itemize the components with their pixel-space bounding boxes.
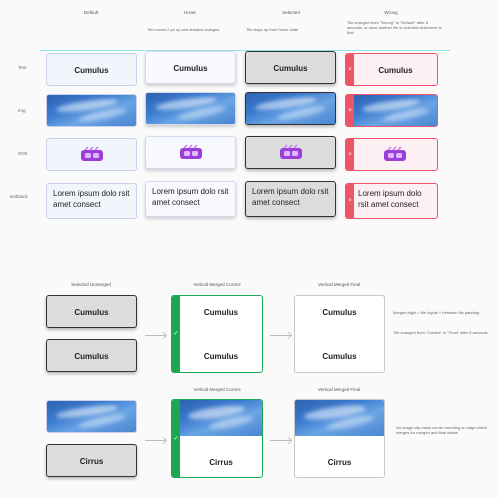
tile-lorem: Lorem ipsum dolo rsit amet consect — [252, 187, 329, 207]
vr-headset-icon — [384, 145, 407, 161]
note-correct-to-final: Tile changed from "Correct" to "Final" a… — [393, 330, 488, 335]
sky-image — [47, 95, 136, 126]
arrow-right-icon — [145, 335, 165, 336]
tile-label: Cumulus — [203, 352, 239, 361]
tile-merged-final[interactable]: Cumulus Cumulus — [294, 295, 385, 373]
tile-label: Cirrus — [79, 457, 104, 466]
tile-label: Cumulus — [173, 64, 208, 73]
tile-label: Cumulus — [74, 308, 109, 317]
note-selected: Tile stays up from hover state — [246, 27, 299, 32]
arrow-right-icon — [145, 440, 165, 441]
tile-label: Cumulus — [203, 308, 239, 317]
col-header-selected: Selected — [282, 10, 300, 15]
check-icon: ✓ — [173, 331, 179, 337]
row-label-textblock: textblock — [10, 194, 28, 199]
sky-image — [246, 93, 335, 124]
tile-label: Cumulus — [322, 352, 357, 361]
wrong-indicator: × — [346, 95, 354, 126]
wrong-indicator: × — [346, 54, 354, 85]
tile-svg-wrong[interactable]: × — [345, 138, 438, 171]
x-icon: × — [348, 198, 352, 204]
sky-image — [146, 93, 235, 124]
tile-label: Cumulus — [273, 64, 308, 73]
note-image-clip: No image clip mask corner rounding on ed… — [396, 425, 487, 436]
col-header-hover: Hover — [183, 10, 196, 15]
note-wrong: Tile changed from "Wrong" to "Default" a… — [347, 20, 442, 36]
tile-img-hover[interactable] — [145, 92, 236, 125]
header-vertical-merged-correct-2: Vertical Merged Correct — [193, 387, 241, 392]
col-header-wrong: Wrong — [384, 10, 398, 15]
tile-label: Cumulus — [378, 66, 413, 75]
tile-svg-default[interactable] — [46, 138, 137, 171]
row-label-img: Img — [18, 108, 26, 113]
vr-headset-icon — [179, 143, 202, 159]
tile-label: Cirrus — [327, 458, 352, 467]
tile-img-wrong[interactable]: × — [345, 94, 438, 127]
arrow-right-icon — [270, 440, 290, 441]
tile-label: Cumulus — [74, 352, 109, 361]
sky-image — [47, 401, 136, 432]
header-vertical-merged-correct: Vertical Merged Correct — [193, 282, 241, 287]
row-label-svg: SVG — [18, 151, 28, 156]
col-header-default: Default — [83, 10, 99, 15]
tile-lorem: Lorem ipsum dolo rsit amet consect — [358, 189, 422, 209]
note-hover: Tile moves 2 px up and shadow changes — [147, 27, 220, 32]
wrong-indicator: × — [346, 184, 354, 218]
x-icon: × — [348, 151, 352, 158]
tile-label: Cirrus — [209, 458, 233, 467]
sky-image — [295, 400, 384, 436]
tile-textblock-selected[interactable]: Lorem ipsum dolo rsit amet consect — [245, 181, 336, 217]
tile-unmerged-cirrus[interactable]: Cirrus — [46, 444, 137, 477]
tile-merged-correct[interactable]: ✓ Cumulus Cumulus — [171, 295, 263, 373]
tile-img-default[interactable] — [46, 94, 137, 127]
header-vertical-merged-final-2: Vertical Merged Final — [317, 387, 361, 392]
guide-line — [40, 50, 450, 51]
vr-headset-icon — [80, 145, 103, 161]
sky-image — [180, 400, 262, 436]
tile-textblock-default[interactable]: Lorem ipsum dolo rsit amet consect — [46, 183, 137, 219]
tile-img-selected[interactable] — [245, 92, 336, 125]
tile-unmerged-img[interactable] — [46, 400, 137, 433]
tile-lorem: Lorem ipsum dolo rsit amet consect — [152, 187, 229, 207]
tile-text-selected[interactable]: Cumulus — [245, 51, 336, 84]
header-selected-unmerged: Selected Unmerged — [71, 282, 111, 287]
tile-svg-hover[interactable] — [145, 136, 236, 169]
correct-indicator: ✓ — [172, 296, 180, 372]
tile-unmerged-top[interactable]: Cumulus — [46, 295, 137, 328]
check-icon: ✓ — [173, 436, 179, 442]
tile-text-default[interactable]: Cumulus — [46, 53, 137, 86]
correct-indicator: ✓ — [172, 400, 180, 477]
vr-headset-icon — [279, 143, 302, 159]
tile-svg-selected[interactable] — [245, 136, 336, 169]
header-vertical-merged-final: Vertical Merged Final — [317, 282, 361, 287]
sky-image — [354, 95, 437, 126]
tile-label: Cumulus — [74, 66, 109, 75]
arrow-right-icon — [270, 335, 290, 336]
tile-merged-img-final[interactable]: Cirrus — [294, 399, 385, 478]
tile-textblock-hover[interactable]: Lorem ipsum dolo rsit amet consect — [145, 181, 236, 217]
tile-label: Cumulus — [322, 308, 357, 317]
wrong-indicator: × — [346, 139, 354, 170]
tile-text-hover[interactable]: Cumulus — [145, 51, 236, 84]
note-merged-height: Merged hight = tile hights + between til… — [393, 310, 480, 315]
tile-textblock-wrong[interactable]: × Lorem ipsum dolo rsit amet consect — [345, 183, 438, 219]
tile-merged-img-correct[interactable]: ✓ Cirrus — [171, 399, 263, 478]
tile-text-wrong[interactable]: × Cumulus — [345, 53, 438, 86]
x-icon: × — [348, 107, 352, 114]
tile-lorem: Lorem ipsum dolo rsit amet consect — [53, 189, 130, 209]
row-label-text: Text — [18, 65, 27, 70]
x-icon: × — [348, 66, 352, 73]
tile-unmerged-bottom[interactable]: Cumulus — [46, 339, 137, 372]
